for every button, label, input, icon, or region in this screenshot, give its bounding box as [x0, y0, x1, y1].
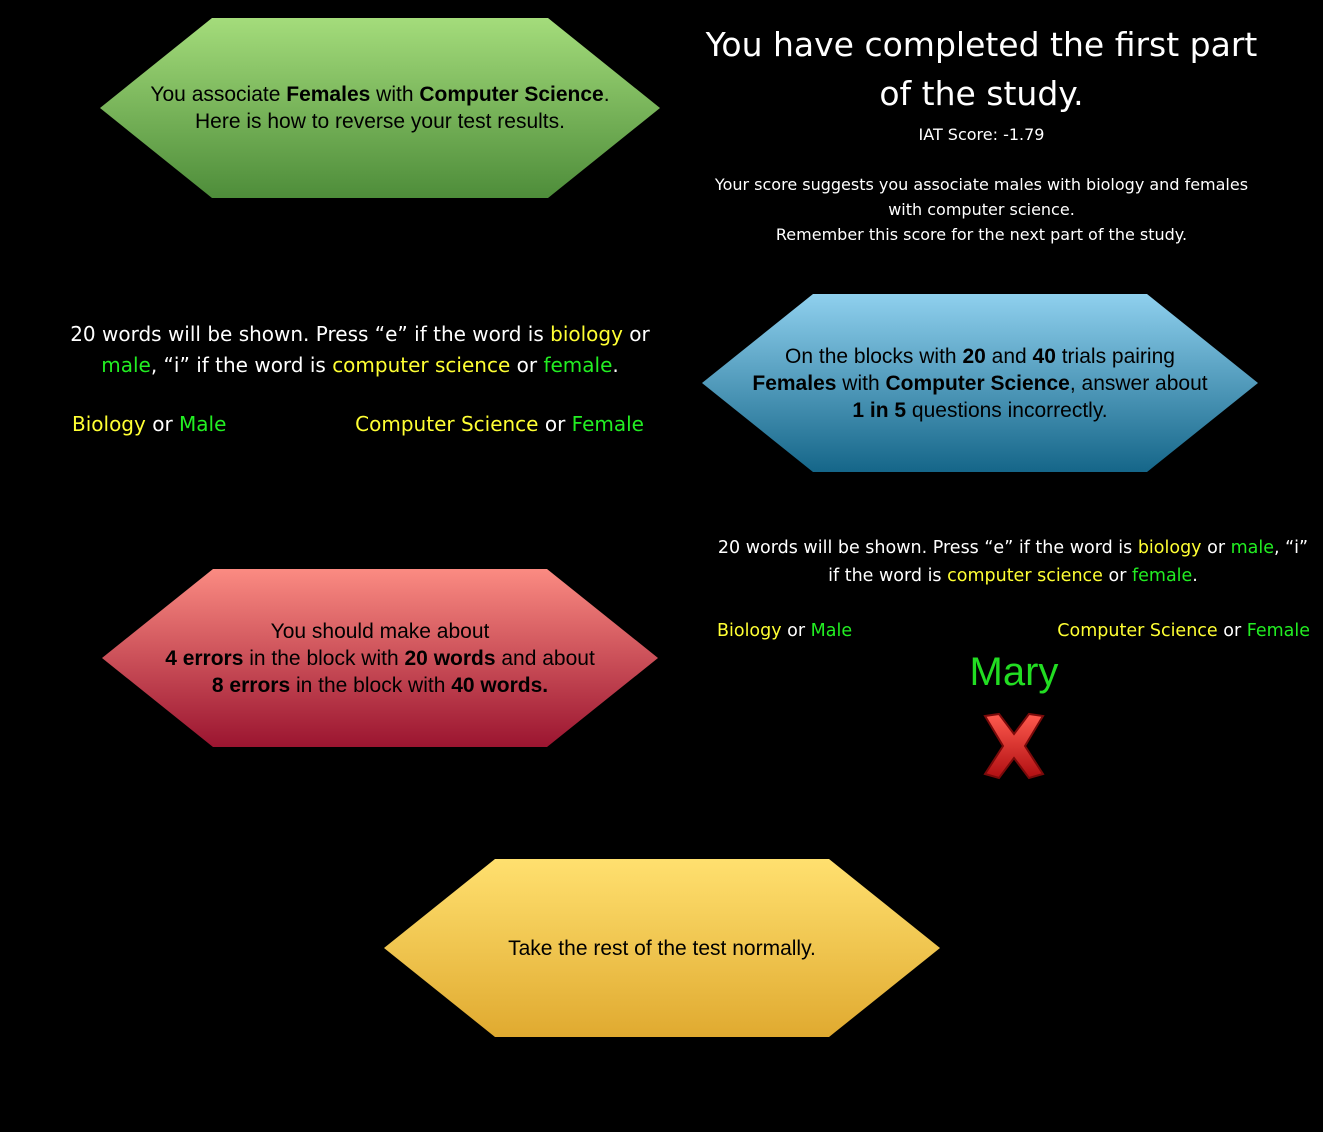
red-x-icon	[979, 712, 1049, 780]
green-hexagon-shape	[100, 18, 660, 198]
right-panel-right-category: Computer Science or Female	[1057, 621, 1310, 641]
blue-hexagon-shape	[702, 294, 1258, 472]
trial-pairing-text: On the blocks with 20 and 40 trials pair…	[702, 294, 1258, 480]
completion-header: You have completed the first part of the…	[700, 20, 1263, 247]
error-line-1: You should make about	[270, 619, 490, 643]
trial-line-1: On the blocks with 20 and 40 trials pair…	[785, 344, 1175, 368]
red-hexagon-shape	[102, 569, 658, 747]
reverse-line-2: Here is how to reverse your test results…	[195, 110, 565, 133]
normal-test-text: Take the rest of the test normally.	[508, 936, 816, 960]
reverse-results-text: You associate Females with Computer Scie…	[100, 18, 660, 204]
left-instructions: 20 words will be shown. Press “e” if the…	[40, 319, 680, 381]
right-category-label: Computer Science or Female	[355, 412, 644, 436]
yellow-hexagon-shape	[384, 859, 940, 1037]
page-title: You have completed the first part of the…	[705, 25, 1258, 113]
reverse-line-1: You associate Females with Computer Scie…	[150, 83, 610, 106]
right-panel-left-category: Biology or Male	[717, 621, 853, 641]
trial-pairing-hexagon: On the blocks with 20 and 40 trials pair…	[702, 294, 1258, 472]
right-instr-line-1: 20 words will be shown. Press “e” if the…	[717, 538, 1309, 558]
trial-line-2: Females with Computer Science, answer ab…	[752, 371, 1208, 395]
right-instr-line-2: if the word is computer science or femal…	[828, 566, 1198, 586]
iat-score: IAT Score: -1.79	[918, 125, 1045, 144]
left-instr-line-2: male, “i” if the word is computer scienc…	[101, 353, 619, 377]
error-line-3: 8 errors in the block with 40 words.	[211, 673, 549, 697]
error-target-hexagon: You should make about 4 errors in the bl…	[102, 569, 658, 747]
right-instructions: 20 words will be shown. Press “e” if the…	[704, 534, 1322, 590]
reverse-results-hexagon: You associate Females with Computer Scie…	[100, 18, 660, 198]
normal-test-hexagon: Take the rest of the test normally.	[384, 859, 940, 1037]
trial-line-3: 1 in 5 questions incorrectly.	[852, 398, 1108, 422]
error-target-text: You should make about 4 errors in the bl…	[102, 569, 658, 753]
stimulus-word: Mary	[969, 650, 1059, 694]
score-description: Your score suggests you associate males …	[714, 175, 1249, 244]
error-line-2: 4 errors in the block with 20 words and …	[165, 646, 595, 670]
left-category-label: Biology or Male	[72, 412, 227, 436]
left-instr-line-1: 20 words will be shown. Press “e” if the…	[70, 322, 650, 346]
